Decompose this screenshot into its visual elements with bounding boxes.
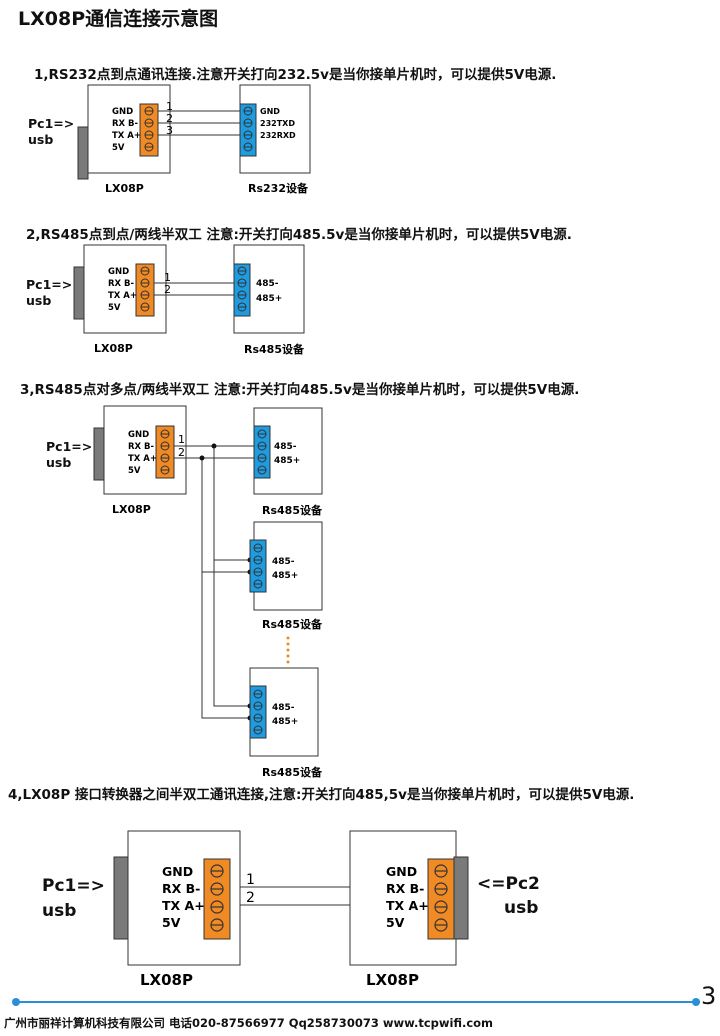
- usb-label: usb: [42, 901, 77, 921]
- usb-label: usb: [46, 455, 72, 470]
- right-pin-5v: 5V: [386, 915, 405, 930]
- orange-terminal-right: [427, 858, 455, 940]
- orange-terminal: [135, 263, 155, 317]
- section-2-heading: 2,RS485点到点/两线半双工 注意:开关打向485.5v是当你接单片机时，可…: [26, 227, 572, 243]
- section-4-heading: 4,LX08P 接口转换器之间半双工通讯连接,注意:开关打向485,5v是当你接…: [8, 787, 635, 803]
- rs232-pin-rxd: 232RXD: [260, 131, 296, 140]
- rs232-caption: Rs232设备: [248, 181, 309, 195]
- left-pin-5v: 5V: [162, 915, 181, 930]
- dev3-caption: Rs485设备: [262, 765, 323, 779]
- lx08p-caption: LX08P: [94, 342, 133, 355]
- left-pin-gnd: GND: [162, 864, 193, 879]
- usb-port-left: [113, 856, 129, 940]
- usb-port: [93, 427, 105, 481]
- dev3-pin-plus: 485+: [272, 717, 298, 727]
- page-number: 3: [701, 982, 717, 1010]
- wire-label-2: 2: [246, 890, 255, 906]
- pin-gnd: GND: [108, 267, 129, 277]
- orange-terminal-left: [203, 858, 231, 940]
- pin-txa: TX A+: [108, 291, 137, 301]
- dev2-pin-minus: 485-: [272, 557, 295, 567]
- rs485-multi-diagram: GND RX B- TX A+ 5V 1 2 485- 485+ Rs485设备…: [93, 405, 323, 779]
- footer-dot-right: [692, 998, 700, 1006]
- rs232-pin-gnd: GND: [260, 107, 280, 116]
- pin-rxb: RX B-: [128, 442, 155, 452]
- pin-5v: 5V: [108, 303, 121, 313]
- pc1-label: Pc1=>: [28, 116, 75, 131]
- pin-rxb: RX B-: [112, 119, 139, 129]
- rs485-caption: Rs485设备: [244, 342, 305, 356]
- footer-dot-left: [12, 998, 20, 1006]
- pin-gnd: GND: [112, 107, 133, 117]
- right-pin-txa: TX A+: [386, 898, 429, 913]
- dev2-caption: Rs485设备: [262, 617, 323, 631]
- dev1-pin-plus: 485+: [274, 456, 300, 466]
- wire-label-1: 1: [166, 100, 173, 113]
- more-devices-dots: [286, 636, 290, 664]
- usb-port: [73, 266, 85, 320]
- pin-rxb: RX B-: [108, 279, 135, 289]
- pin-txa: TX A+: [112, 131, 141, 141]
- left-pin-rxb: RX B-: [162, 881, 200, 896]
- usb-port-right: [453, 856, 469, 940]
- section-3-heading: 3,RS485点对多点/两线半双工 注意:开关打向485.5v是当你接单片机时，…: [20, 382, 580, 398]
- right-pin-rxb: RX B-: [386, 881, 424, 896]
- lx08p-caption: LX08P: [112, 503, 151, 516]
- rs232-pin-txd: 232TXD: [260, 119, 295, 128]
- blue-terminal: [249, 539, 267, 593]
- dev1-caption: Rs485设备: [262, 503, 323, 517]
- pc1-label: Pc1=>: [46, 439, 93, 454]
- usb-label: usb: [28, 132, 54, 147]
- pin-txa: TX A+: [128, 454, 157, 464]
- right-caption: LX08P: [366, 971, 419, 989]
- right-pin-gnd: GND: [386, 864, 417, 879]
- wire-label-1: 1: [178, 433, 185, 446]
- rs485-pin-minus: 485-: [256, 279, 279, 289]
- wire-label-2: 2: [178, 446, 185, 459]
- wire-label-3: 3: [166, 124, 173, 137]
- page-title: LX08P通信连接示意图: [18, 8, 219, 30]
- footer-contact: 广州市丽祥计算机科技有限公司 电话020-87566977 Qq25873007…: [4, 1016, 494, 1030]
- blue-terminal: [253, 425, 271, 479]
- orange-terminal: [155, 425, 175, 479]
- usb-label: usb: [26, 293, 52, 308]
- lx08p-caption: LX08P: [105, 182, 144, 195]
- pc1-label: Pc1=>: [42, 876, 105, 896]
- dev2-pin-plus: 485+: [272, 571, 298, 581]
- left-caption: LX08P: [140, 971, 193, 989]
- rs232-diagram: GND RX B- TX A+ 5V 1 2 3 GND 232TXD 232R…: [77, 84, 311, 195]
- left-pin-txa: TX A+: [162, 898, 205, 913]
- wire-label-2: 2: [166, 112, 173, 125]
- blue-terminal: [249, 685, 267, 739]
- pin-5v: 5V: [112, 143, 125, 153]
- pc2-label: <=Pc2: [477, 874, 540, 894]
- wire-label-1: 1: [246, 872, 255, 888]
- pc2-usb-label: usb: [504, 898, 539, 918]
- wire-label-1: 1: [164, 271, 171, 284]
- rs485-p2p-diagram: GND RX B- TX A+ 5V 1 2 485- 485+ LX08P R…: [73, 244, 305, 356]
- rs485-pin-plus: 485+: [256, 294, 282, 304]
- blue-terminal: [233, 263, 251, 317]
- dev1-pin-minus: 485-: [274, 442, 297, 452]
- lx08p-to-lx08p-diagram: GND RX B- TX A+ 5V 1 2 GND RX B- TX A+ 5…: [113, 830, 469, 989]
- orange-terminal: [139, 103, 159, 157]
- pin-gnd: GND: [128, 430, 149, 440]
- blue-terminal: [239, 103, 257, 157]
- footer-rule: [14, 1001, 700, 1003]
- junction-dots: [199, 443, 253, 721]
- wire-label-2: 2: [164, 283, 171, 296]
- pin-5v: 5V: [128, 466, 141, 476]
- section-1-heading: 1,RS232点到点通讯连接.注意开关打向232.5v是当你接单片机时，可以提供…: [34, 67, 557, 83]
- pc1-label: Pc1=>: [26, 277, 73, 292]
- dev3-pin-minus: 485-: [272, 703, 295, 713]
- usb-port: [77, 126, 89, 180]
